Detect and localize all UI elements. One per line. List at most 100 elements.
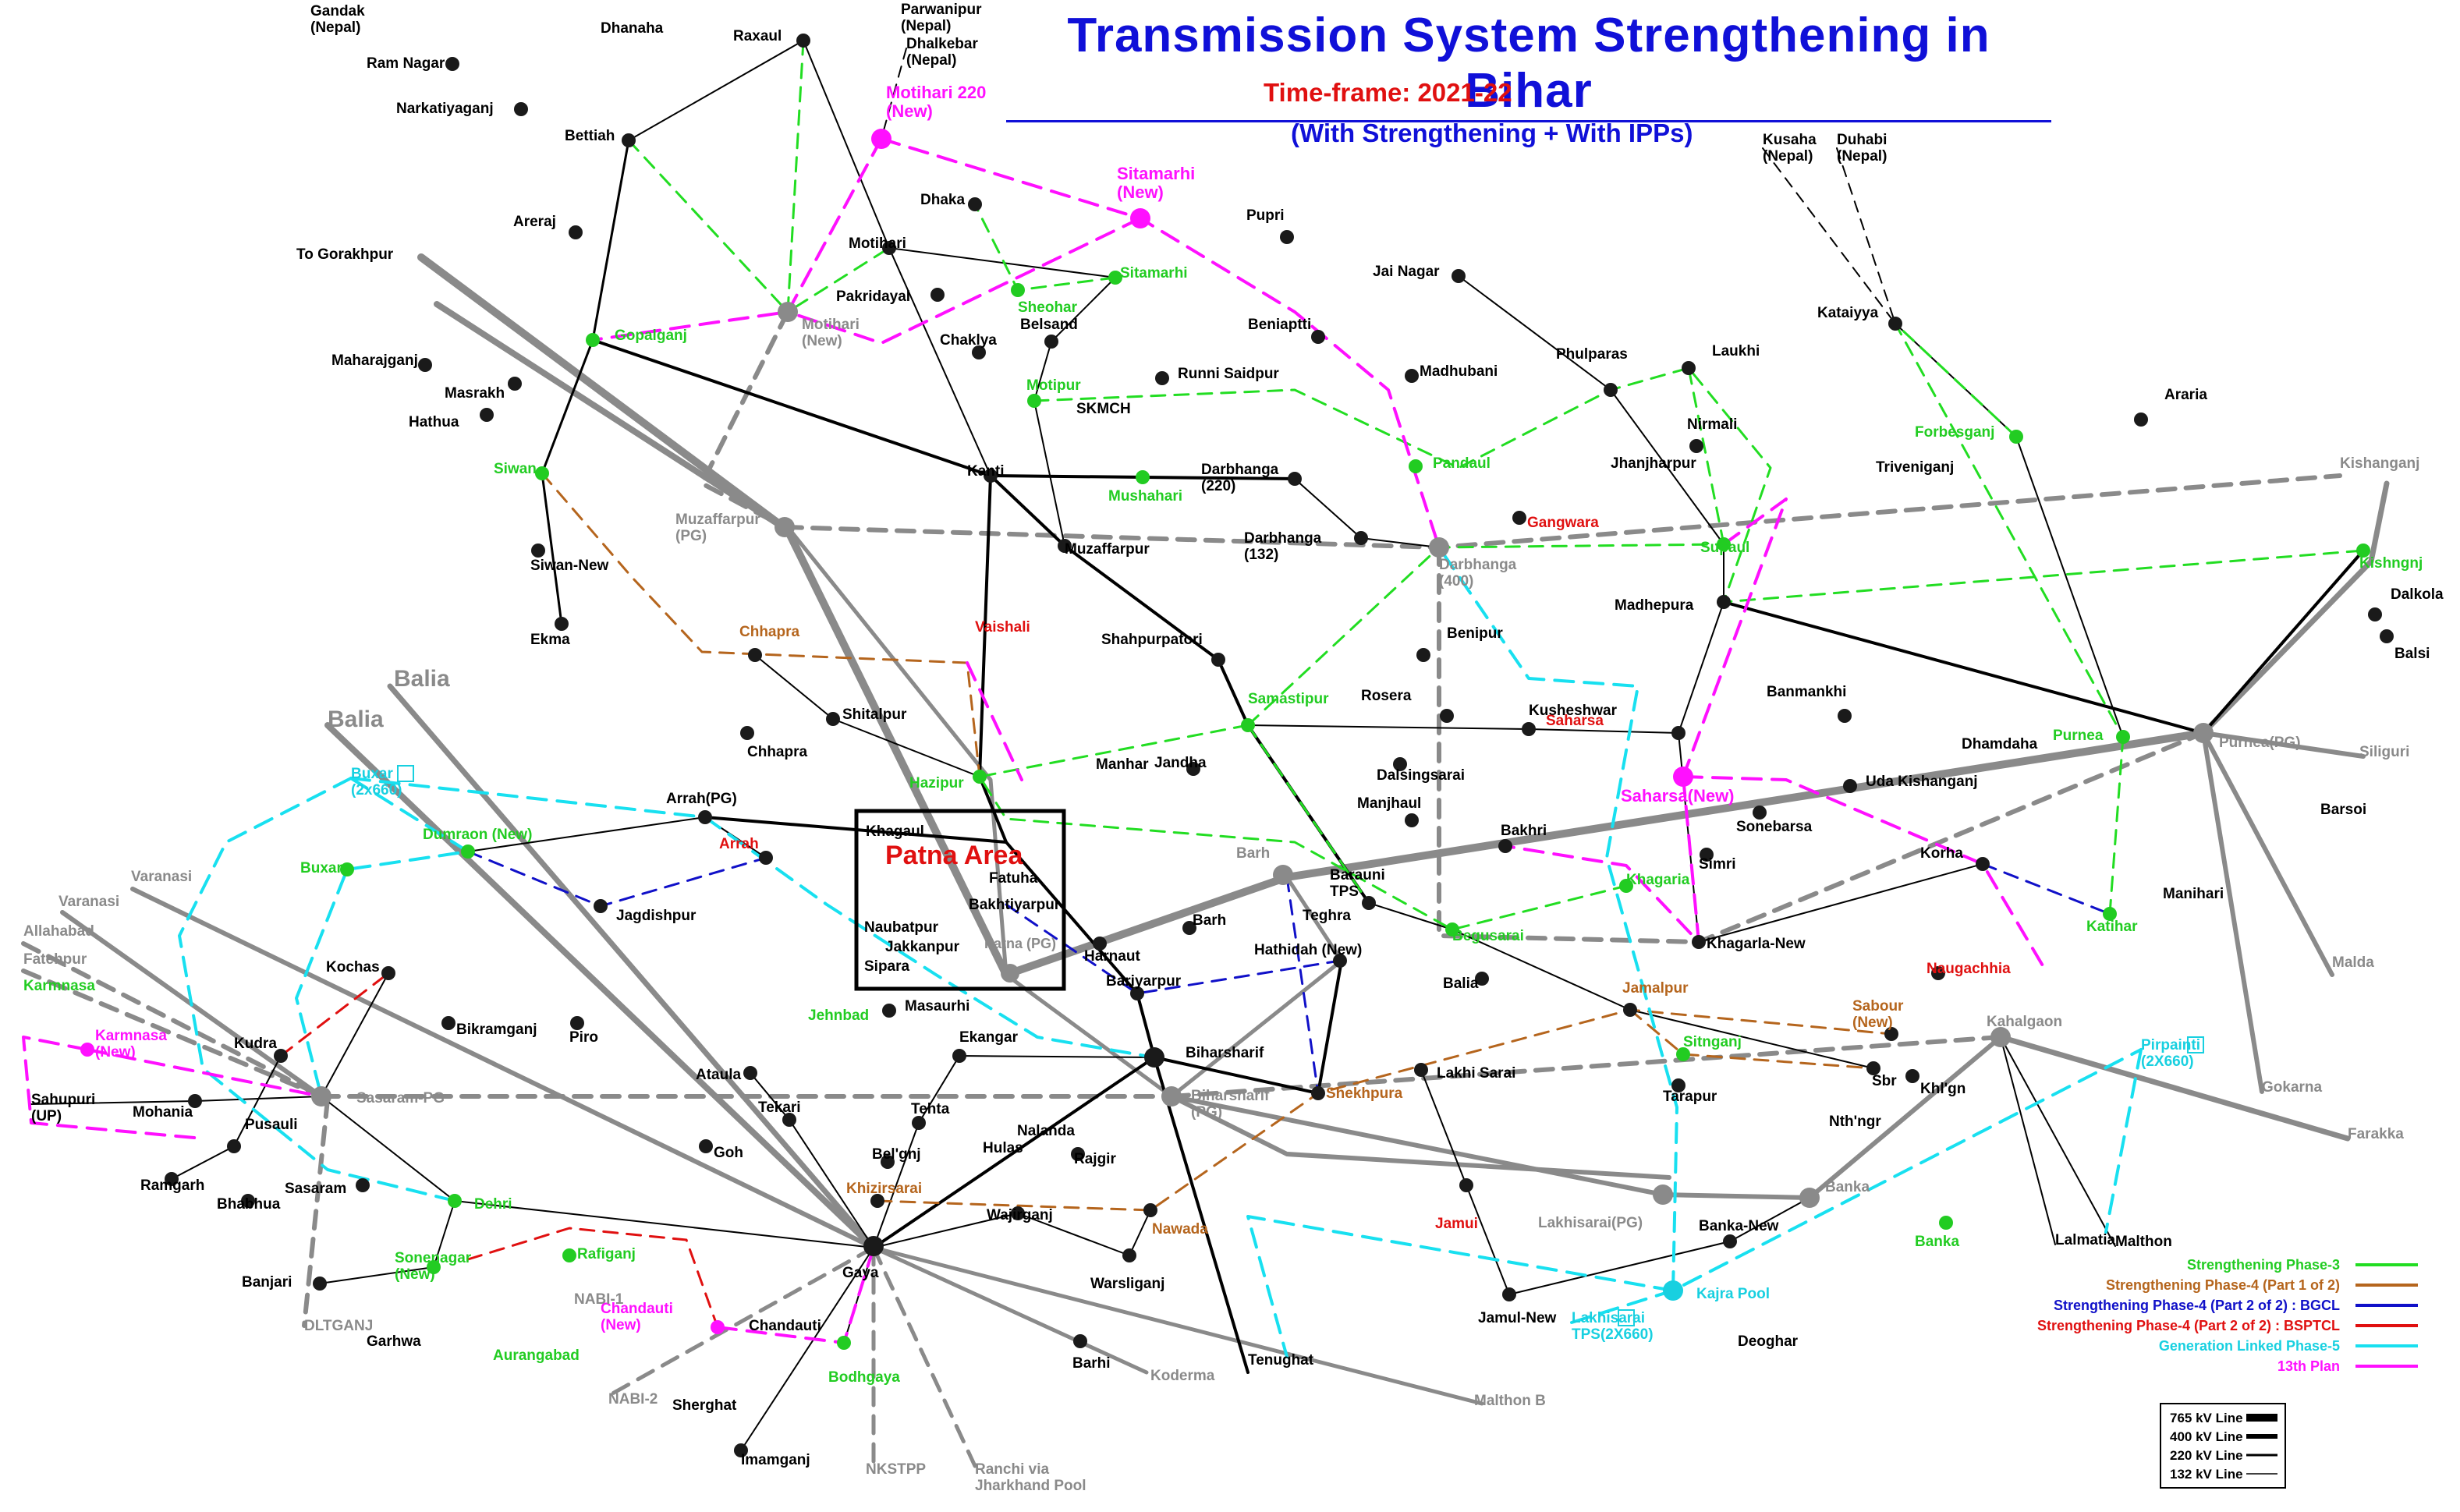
- substation-label: Ataula: [696, 1067, 742, 1083]
- substation-dot: [1663, 1280, 1683, 1301]
- substation-node: Balia: [328, 706, 384, 732]
- substation-node: Biharsharif: [1144, 1045, 1264, 1068]
- substation-label: Khagarla-New: [1707, 936, 1806, 952]
- transmission-line: [1437, 545, 2206, 944]
- substation-label: Koderma: [1150, 1368, 1215, 1384]
- transmission-line: [888, 247, 991, 476]
- substation-node: Motihari(New): [778, 302, 860, 349]
- substation-node: Mushahari: [1108, 470, 1182, 505]
- substation-label-line: (PG): [675, 528, 707, 544]
- substation-label-line: (New): [395, 1266, 435, 1283]
- substation-label: Begusarai: [1452, 928, 1524, 944]
- substation-dot: [1144, 1047, 1164, 1068]
- substation-node: Ram Nagar: [367, 55, 459, 72]
- substation-label: Simri: [1699, 856, 1736, 873]
- substation-node: Bhabhua: [217, 1194, 281, 1213]
- substation-label-line: Darbhanga: [1201, 462, 1279, 478]
- substation-node: Khl'gn: [1905, 1069, 1966, 1097]
- substation-label-line: (New): [95, 1044, 136, 1061]
- substation-node: Sonebarsa: [1736, 806, 1813, 835]
- transmission-line: [1153, 1056, 1249, 1374]
- substation-dot: [881, 1155, 895, 1169]
- legend-label: Strengthening Phase-4 (Part 1 of 2): [2106, 1277, 2340, 1293]
- substation-label-line: Buxar: [351, 766, 393, 782]
- substation-label: Chhapra: [739, 624, 800, 640]
- substation-label: Varanasi: [131, 869, 192, 885]
- substation-label: Kishanganj: [2340, 455, 2419, 472]
- substation-label: Kusheshwar: [1529, 703, 1618, 719]
- substation-dot: [1011, 283, 1025, 297]
- substation-node: Balsi: [2380, 629, 2430, 662]
- transmission-line: [2201, 731, 2334, 977]
- substation-label-line: Sitamarhi: [1117, 164, 1195, 183]
- substation-label: Barh: [1236, 845, 1270, 862]
- substation-node: Arrah: [719, 836, 773, 865]
- substation-dot: [1452, 269, 1466, 283]
- substation-node: Naugachhia: [1927, 961, 2011, 980]
- substation-node: Jai Nagar: [1373, 264, 1466, 283]
- substation-node: Dumraon (New): [423, 827, 532, 859]
- substation-label-line: Sahupuri: [31, 1092, 95, 1108]
- substation-node: Arrah(PG): [666, 791, 737, 824]
- substation-dot: [1700, 848, 1714, 862]
- substation-dot: [1311, 330, 1325, 344]
- substation-dot: [594, 899, 608, 913]
- substation-label: Mohania: [133, 1104, 193, 1121]
- substation-dot: [1502, 1287, 1516, 1301]
- substation-label: Tekari: [758, 1099, 801, 1116]
- substation-node: Jehnbad: [808, 1007, 869, 1024]
- substation-label-line: Parwanipur: [901, 2, 982, 18]
- substation-label-line: Darbhanga: [1439, 557, 1517, 573]
- map-subtitle: (With Strengthening + With IPPs): [1291, 119, 1693, 147]
- substation-dot: [311, 1086, 331, 1107]
- substation-label-line: Sabour: [1852, 998, 1904, 1014]
- substation-dot: [1990, 1027, 2011, 1047]
- substation-dot: [1416, 648, 1430, 662]
- substation-dot: [759, 851, 773, 865]
- substation-node: Lalmatia: [2055, 1232, 2116, 1248]
- substation-label: Manihari: [2163, 886, 2224, 902]
- substation-label: Mushahari: [1108, 488, 1182, 505]
- substation-label: Gopalganj: [615, 328, 687, 344]
- substation-label: Sahupuri(UP): [31, 1092, 95, 1124]
- substation-label: Parwanipur(Nepal): [901, 2, 982, 34]
- substation-dot: [1073, 1334, 1087, 1348]
- substation-node: Purnea: [2053, 728, 2130, 744]
- substation-dot: [1717, 595, 1731, 609]
- substation-label: Lakhisarai(PG): [1538, 1215, 1643, 1231]
- substation-label: Banka: [1825, 1179, 1870, 1195]
- substation-label-line: Ranchi via: [975, 1461, 1049, 1478]
- substation-label: Araria: [2164, 387, 2207, 403]
- substation-label: Tarapur: [1663, 1089, 1717, 1105]
- substation-node: SKMCH: [1076, 401, 1131, 417]
- substation-label-line: (New): [601, 1317, 641, 1333]
- substation-label: Jagdishpur: [616, 908, 697, 924]
- substation-label: Kochas: [326, 959, 380, 976]
- substation-label-line: (UP): [31, 1108, 62, 1124]
- substation-node: Gaya: [842, 1236, 884, 1281]
- substation-dot: [1623, 1003, 1637, 1017]
- substation-label: Areraj: [513, 214, 556, 230]
- patna-label-bakhtiyarpur: Bakhtiyarpur: [969, 897, 1061, 913]
- substation-label-line: (2X660): [2141, 1053, 2194, 1070]
- substation-label: Shahpurpatori: [1101, 632, 1203, 648]
- substation-label: Barh: [1193, 912, 1226, 929]
- substation-label: Ramgarh: [140, 1177, 204, 1194]
- substation-node: Sahupuri(UP): [31, 1092, 95, 1124]
- substation-dot: [1143, 1203, 1157, 1217]
- substation-label: Warsliganj: [1090, 1276, 1164, 1292]
- transmission-line: [86, 1048, 323, 1098]
- substation-label-line: Lakhisarai: [1572, 1310, 1645, 1326]
- substation-dot: [2193, 723, 2214, 743]
- substation-dot: [748, 648, 762, 662]
- substation-dot: [1122, 1248, 1136, 1262]
- substation-node: Lakhisarai(PG): [1538, 1184, 1673, 1231]
- substation-label: Dalkola: [2391, 586, 2444, 603]
- substation-label: Jai Nagar: [1373, 264, 1440, 280]
- substation-label: Varanasi: [58, 894, 119, 910]
- substation-label: Jehnbad: [808, 1007, 869, 1024]
- substation-label: Gokarna: [2262, 1079, 2323, 1096]
- substation-label-line: Motihari 220: [886, 83, 986, 102]
- substation-dot: [1130, 986, 1144, 1000]
